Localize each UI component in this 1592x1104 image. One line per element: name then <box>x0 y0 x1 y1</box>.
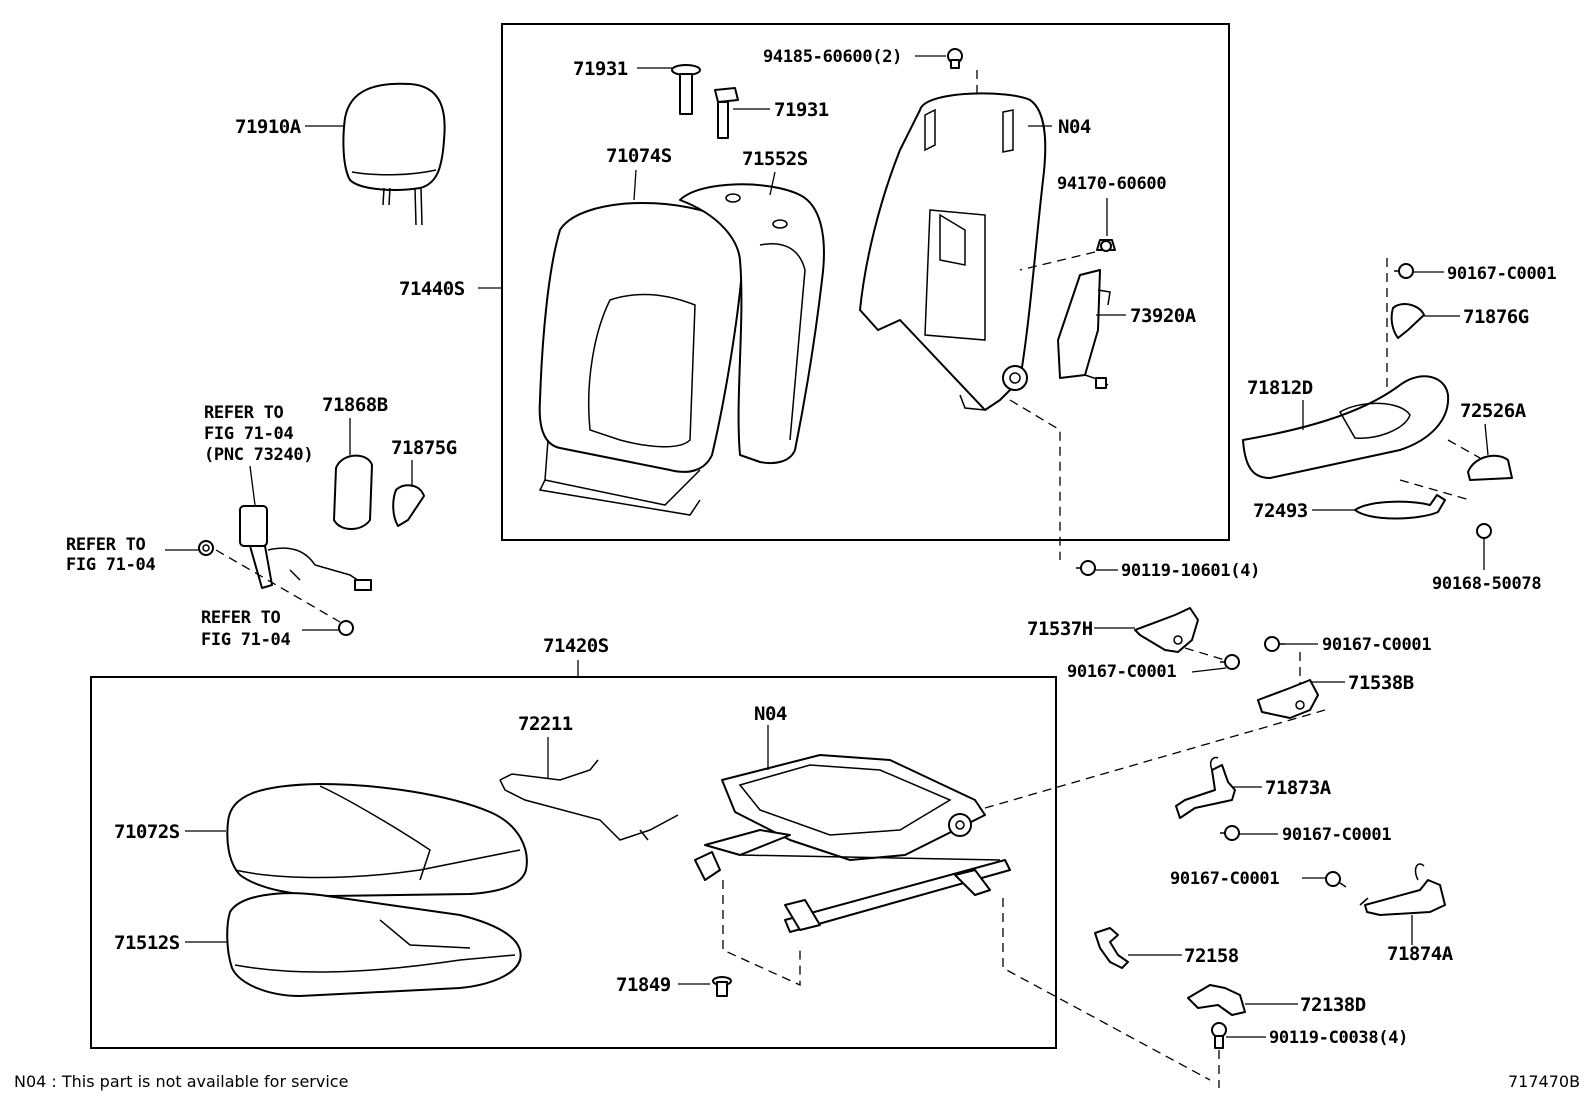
cushion-assembly-box <box>90 676 1057 1049</box>
cover-71538B[interactable] <box>1257 679 1319 719</box>
label-71537H: 71537H <box>1027 618 1093 640</box>
label-90167-a: 90167-C0001 <box>1447 264 1556 284</box>
label-71876G: 71876G <box>1463 306 1529 328</box>
label-71868B: 71868B <box>322 394 388 416</box>
bolt-94170[interactable] <box>1096 239 1116 252</box>
label-71072S: 71072S <box>114 821 180 843</box>
clip-71849[interactable] <box>712 976 732 997</box>
cushion-pad-part[interactable] <box>226 892 522 997</box>
label-71874A: 71874A <box>1387 943 1454 965</box>
side-airbag-part[interactable] <box>1057 269 1111 389</box>
screw-90167-d[interactable] <box>1220 825 1240 841</box>
refer-belt-line2: FIG 71-04 <box>204 424 293 444</box>
refer-belt-line1: REFER TO <box>204 403 284 423</box>
label-71812D: 71812D <box>1247 377 1313 399</box>
bolt-90119-C0038[interactable] <box>1211 1022 1227 1049</box>
seat-belt-buckle[interactable] <box>239 505 372 591</box>
label-90167-c: 90167-C0001 <box>1322 635 1431 655</box>
label-71440S: 71440S <box>399 278 465 300</box>
footnote: N04 : This part is not available for ser… <box>14 1072 348 1091</box>
bracket-71874A[interactable] <box>1359 863 1446 916</box>
seatback-cover-part[interactable] <box>538 201 744 516</box>
seatback-frame-part[interactable] <box>859 92 1047 411</box>
side-shield-71812D[interactable] <box>1242 375 1450 479</box>
label-71873A: 71873A <box>1265 777 1332 799</box>
figure-number: 717470B <box>1508 1072 1580 1091</box>
knob-72526A[interactable] <box>1467 454 1513 481</box>
refer-b-line1: REFER TO <box>201 608 281 628</box>
screw-90167-a[interactable] <box>1394 263 1414 279</box>
label-90167-d: 90167-C0001 <box>1282 825 1391 845</box>
label-90168: 90168-50078 <box>1432 574 1541 594</box>
seatback-assembly-box <box>501 23 1230 541</box>
cover-71868B[interactable] <box>333 454 373 530</box>
nut-refer-b[interactable] <box>338 620 354 636</box>
refer-a-line1: REFER TO <box>66 535 146 555</box>
label-90167-e: 90167-C0001 <box>1170 869 1279 889</box>
label-71420S: 71420S <box>543 635 609 657</box>
screw-90168[interactable] <box>1476 523 1492 539</box>
nut-refer-a[interactable] <box>198 540 214 556</box>
label-N04-back: N04 <box>1058 116 1091 138</box>
cover-71537H[interactable] <box>1134 607 1199 653</box>
bracket-72138D[interactable] <box>1187 984 1246 1016</box>
label-71538B: 71538B <box>1348 672 1414 694</box>
bolt-90119-10601[interactable] <box>1076 560 1096 576</box>
label-71910A: 71910A <box>235 116 302 138</box>
headrest-guide-side[interactable] <box>714 87 739 139</box>
label-94170: 94170-60600 <box>1057 174 1166 194</box>
trim-clip-71876G[interactable] <box>1390 303 1425 339</box>
label-73920A: 73920A <box>1130 305 1197 327</box>
headrest-part[interactable] <box>342 82 446 226</box>
refer-belt-line3: (PNC 73240) <box>204 445 313 465</box>
label-72211: 72211 <box>518 713 573 735</box>
screw-90167-e[interactable] <box>1325 871 1347 888</box>
refer-b-line2: FIG 71-04 <box>201 630 290 650</box>
cushion-frame-part[interactable] <box>694 754 1011 933</box>
label-71931-side: 71931 <box>774 99 829 121</box>
bracket-72158[interactable] <box>1094 927 1129 969</box>
bolt-94185[interactable] <box>947 48 963 69</box>
label-94185: 94185-60600(2) <box>763 47 902 67</box>
clip-71875G[interactable] <box>392 484 425 527</box>
label-90119-C0038: 90119-C0038(4) <box>1269 1028 1408 1048</box>
headrest-guide-top[interactable] <box>671 64 701 115</box>
label-72526A: 72526A <box>1460 400 1527 422</box>
refer-a-line2: FIG 71-04 <box>66 555 155 575</box>
label-72493: 72493 <box>1253 500 1308 522</box>
screw-90167-c[interactable] <box>1264 636 1285 652</box>
screw-90167-b[interactable] <box>1220 654 1240 670</box>
bracket-71873A[interactable] <box>1175 756 1236 819</box>
label-71512S: 71512S <box>114 932 180 954</box>
label-71074S: 71074S <box>606 145 672 167</box>
cushion-cover-part[interactable] <box>226 783 528 897</box>
label-90119-10601: 90119-10601(4) <box>1121 561 1260 581</box>
lever-72493[interactable] <box>1354 494 1446 520</box>
label-71552S: 71552S <box>742 148 808 170</box>
wire-72211[interactable] <box>499 759 679 841</box>
label-N04-cushion: N04 <box>754 703 787 725</box>
label-71931-top: 71931 <box>573 58 628 80</box>
label-90167-b: 90167-C0001 <box>1067 662 1176 682</box>
label-72158: 72158 <box>1184 945 1239 967</box>
label-71875G: 71875G <box>391 437 457 459</box>
label-72138D: 72138D <box>1300 994 1366 1016</box>
label-71849: 71849 <box>616 974 671 996</box>
seatback-pad-part[interactable] <box>679 183 825 465</box>
